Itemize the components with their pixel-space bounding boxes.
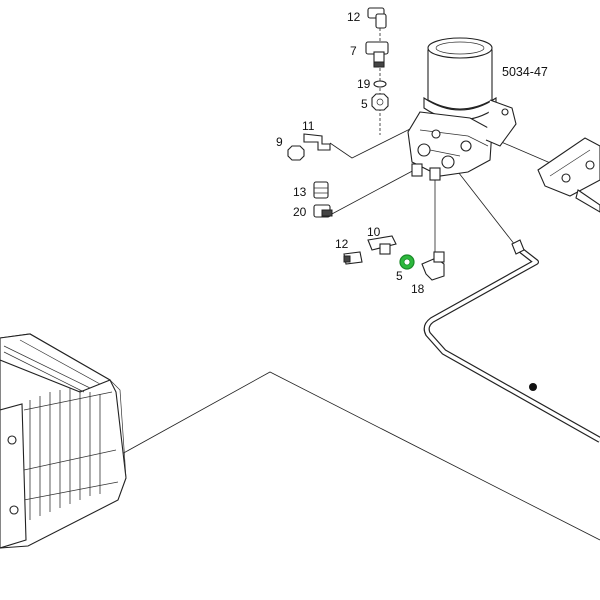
fitting-12-top	[367, 7, 387, 29]
callout-18: 18	[411, 282, 425, 296]
elbow-18	[421, 251, 445, 281]
mounting-bracket-right	[537, 137, 600, 213]
callout-7: 7	[350, 44, 357, 58]
callout-12-low: 12	[335, 237, 349, 251]
callout-5-low: 5	[396, 269, 403, 283]
fitting-10	[367, 235, 397, 255]
nut-9	[287, 145, 305, 161]
seal-5-low-highlighted	[399, 254, 415, 270]
callout-5-top: 5	[361, 97, 368, 111]
callout-12-top: 12	[347, 10, 361, 24]
callout-labels: 12 7 19 5 11 9 13 20 10 12 5 18 5034-47	[276, 10, 548, 296]
fitting-7	[365, 41, 389, 68]
callout-10: 10	[367, 225, 381, 239]
air-pipe	[423, 239, 600, 443]
fitting-12-low	[343, 251, 363, 265]
fitting-13	[313, 181, 329, 199]
callout-13: 13	[293, 185, 307, 199]
callout-19: 19	[357, 77, 371, 91]
reference-number: 5034-47	[502, 65, 548, 79]
leader-lines	[119, 18, 600, 541]
fitting-11	[303, 133, 331, 151]
seal-19	[373, 80, 387, 88]
callout-11: 11	[302, 119, 315, 133]
callout-20: 20	[293, 205, 307, 219]
nut-5-top	[371, 93, 389, 111]
compressor-unit	[0, 333, 127, 549]
fitting-20	[313, 204, 333, 218]
callout-9: 9	[276, 135, 283, 149]
air-dryer-assembly	[407, 37, 517, 181]
